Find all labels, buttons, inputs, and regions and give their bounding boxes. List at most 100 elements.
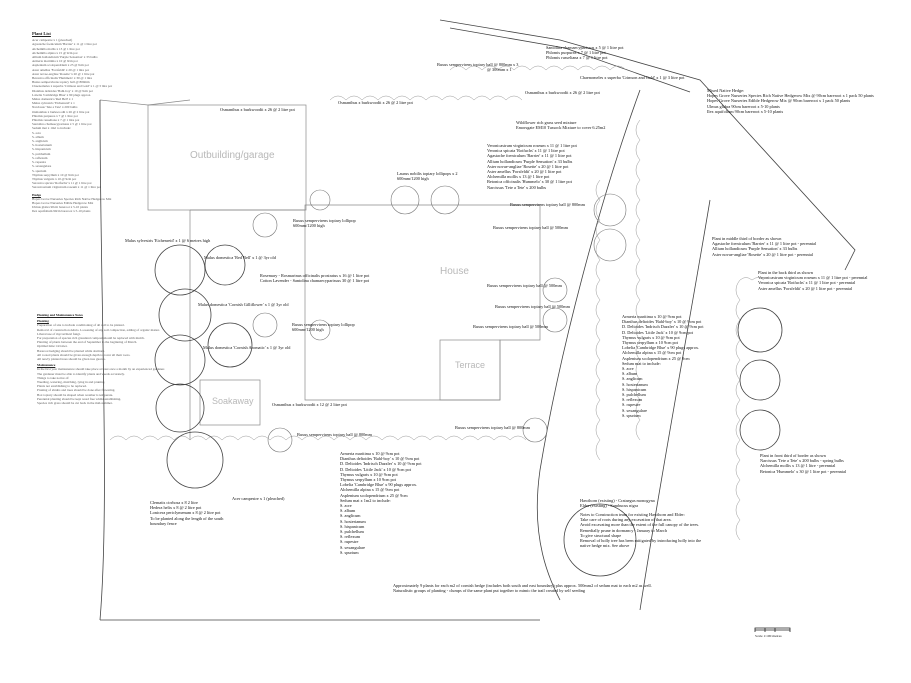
plant-list-item: Buxus sempervirens topiary ball @ 800mm [32,80,90,85]
tree-right-3 [739,409,781,451]
maintenance-note: In the first year maintenance should tak… [37,367,165,372]
plant-list-item: Veronica spicata 'Rotfuchs' x 11 @ 1 lit… [32,181,92,186]
topiary [252,185,627,453]
label-line: Remedially prune in dormancy - January t… [580,527,667,533]
label-line: Aster novae-angliae 'Rosette' x 20 @ 1 l… [712,251,813,257]
planting-note: Bareroot hedging should be planted while… [37,348,105,353]
label-osmanthus-top: Osmanthus x burkwoodii x 26 @ 2 litre po… [220,107,295,112]
label-line: Agastache foeniculum 'Barrier' x 11 @ 1 … [487,153,572,159]
label-line: Elder (existing) - Sambucus nigra [580,503,638,509]
label-buxus-800-bottom: Buxus sempervirens topiary ball @ 800mm [297,432,372,437]
planting-note: All newly planted trees should be given … [37,357,106,362]
label-line: S. spurium [340,549,359,555]
maintenance-heading: Maintenance [37,363,56,368]
label-line: Agastache foeniculum 'Barrier' x 11 @ 1 … [712,241,817,247]
hedge-list-item: Ilex aquifolium 90cm bareroot x 5-10 pla… [32,209,91,214]
label-buxus-ball-top: Buxus sempervirens topiary ball @ 800mm … [437,62,519,73]
plant-list-item: S. hispanicum [32,147,51,152]
label-line: native hedge mix. See above [580,543,630,549]
scale-bar [754,627,791,632]
label-line: Armeria maritima x 10 @ 9cm pot [340,451,400,456]
plant-list-item: Dianthus deltoides 'Bahl-boy' x 10 @ 9cm… [32,88,93,93]
label-line: Buxus sempervirens topiary lollipop [293,218,356,223]
label-hawthorn: Hawthorn (existing) - Crataegus monogyna… [580,498,655,508]
label-footer-note: Approximately 9 plants for each m2 of co… [393,583,652,593]
plant-list-item: Phlomis russeliana x 7 @ 1 litre pot [32,118,80,123]
hedge-list-item: Ulmus glabra 90cm bareroot x 5-10 plants [32,205,88,210]
maintenance-note: Plants not establishing to be replaced. [37,384,87,389]
label-line: Buxus sempervirens topiary lollipop [292,322,355,327]
label-line: S. spurium [622,412,641,418]
plant-list-item: Chaenomeles x superba 'Crimson and Gold'… [32,84,113,89]
label-line: D. Deltoides 'Indrisch Dazzler' x 10 @ 9… [622,324,704,330]
label-line: Aster amellus 'Forsfeldii' x 20 @ 1 litr… [758,285,853,291]
label-line: Veronica spicata 'Rotfuchs' x 11 @ 1 lit… [487,148,565,154]
tree-malus-eichenreid [154,244,206,296]
label-osmanthus-right: Osmanthus x burkwoodii x 26 @ 2 litre po… [525,90,600,95]
label-line: Hawthorn (existing) - Crataegus monogyna [580,498,655,503]
hedge-list-item: Hopes Grove Nurseries Edible Hedgerow Mi… [32,200,94,205]
plant-list-item: S. rupestre [32,160,47,165]
label-line: Avoid excavating more than the extent of… [580,522,700,528]
tree-malus-cornish-aromatic [154,334,206,386]
label-middle-third: Plant in middle third of border as shown… [712,236,816,257]
label-line: 600mm/1200 high [293,223,325,229]
label-line: Lobelia 'Cambridge Blue' x 90 plugs appr… [622,345,700,351]
label-line: Clematis cirrhosa x 8 2 litre [150,500,198,505]
plant-list-item: Aster novae-angliae 'Rosette' x 20 @ 1 l… [32,71,95,76]
label-santolina: Santolina chamaecyparissus x 5 @ 1 litre… [546,45,624,61]
label-line: Plant in the back third as shown [758,270,813,275]
label-line: Sedum mat x 1m2 to include: [340,497,391,503]
maintenance-note: Species rich grass should be cut back in… [37,401,113,406]
label-malus-gilliflower: Malus domestica 'Cornish Gilliflower' x … [198,302,289,307]
label-line: S. pulchellum [622,392,646,398]
label-line: Betonica officinalis 'Hummelo' x 30 @ 1 … [487,179,572,185]
plant-list-item: S. hosterianum [32,143,52,148]
label-line: S. sexangulare [622,407,648,413]
label-line: Phlomis purpurea x 7 @ 1 litre pot [546,50,606,56]
label-line: Laurus nobilis topiary lollipops x 2 [397,171,458,176]
label-malus-eichenreid: Malus sylvestris 'Eichenreid' x 1 @ 6 me… [125,238,211,243]
label-line: Thymus vulgaris x 10 @ 9cm pot [622,334,680,340]
label-line: D. Deltoides 'Little Jack' x 10 @ 9cm po… [622,329,694,335]
label-line: Ilex aquifolium 90cm bareroot x 5-10 pla… [707,108,784,114]
planting-heading: Planting [37,319,49,324]
label-line: S. album [340,508,356,514]
label-line: Sedum mat to include: [622,360,661,366]
plant-list-title: Plant List [32,31,51,36]
label-line: Alchemilla mollis x 13 @ 1 litre pot [487,174,550,180]
label-line: Plant in front third of border as shown [760,453,826,458]
soakaway-label: Soakaway [212,396,254,406]
label-osmanthus-mid: Osmanthus x burkwoodii x 26 @ 2 litre po… [338,100,413,105]
hedge-list-item: Hopes Grove Nurseries Species Rich Nativ… [32,196,112,201]
label-buxus-800-a: Buxus sempervirens topiary ball @ 800mm [510,202,585,207]
label-line: Dianthus deltoides 'Bahl-boy' x 10 @ 9cm… [622,319,702,325]
plant-list-item: S. acre [32,130,41,135]
label-malus-aromatic: Malus domestica 'Cornish Aromatic' x 1 @… [203,345,291,350]
outbuilding-label: Outbuilding/garage [190,150,275,161]
label-line: Narcissus 'Tete a Tete' x 200 bulbs [487,184,547,190]
plant-list-item: Alchemilla alpina x 15 @ 9cm pot [32,50,78,55]
label-line: Take care of roots during any excavation… [580,517,672,523]
label-contractor-notes: Notes to Construction team for existing … [580,512,701,548]
label-line: S. hispanicum [340,523,365,529]
scale-label: Scale 1:100 metres [755,634,782,638]
label-line: Notes to Construction team for existing … [580,512,686,517]
plant-list-item: Lobelia 'Cambridge Blue' x 90 plugs appr… [32,92,92,97]
label-chaenomeles: Chaenomeles x superba 'Crimson and Gold'… [580,75,685,80]
plant-list-item: Phlomis purpurea x 7 @ 1 litre pot [32,113,78,118]
label-line: S. rupestre [622,402,641,408]
label-line: Veronicastrum virginicum roseum x 11 @ 1… [758,275,868,281]
planting-note: Planting of plants between the end of Se… [37,340,138,345]
label-line: Naturalistic groups of planting - clumps… [393,588,585,594]
plant-list-item: Malus sylvestris 'Eichenreid' x 1 [32,101,75,106]
label-line: Asplenium scolopendrium x 25 @ 9cm [622,355,690,361]
label-buxus-500-r3: Buxus sempervirens topiary ball @ 500mm [473,324,548,329]
label-line: Alchemilla alpina x 15 @ 9cm pot [340,487,400,493]
label-line: Lonicera periclymenum x 8 @ 2 litre pot [150,510,221,516]
maintenance-note: Things to take notice of: [37,375,70,380]
